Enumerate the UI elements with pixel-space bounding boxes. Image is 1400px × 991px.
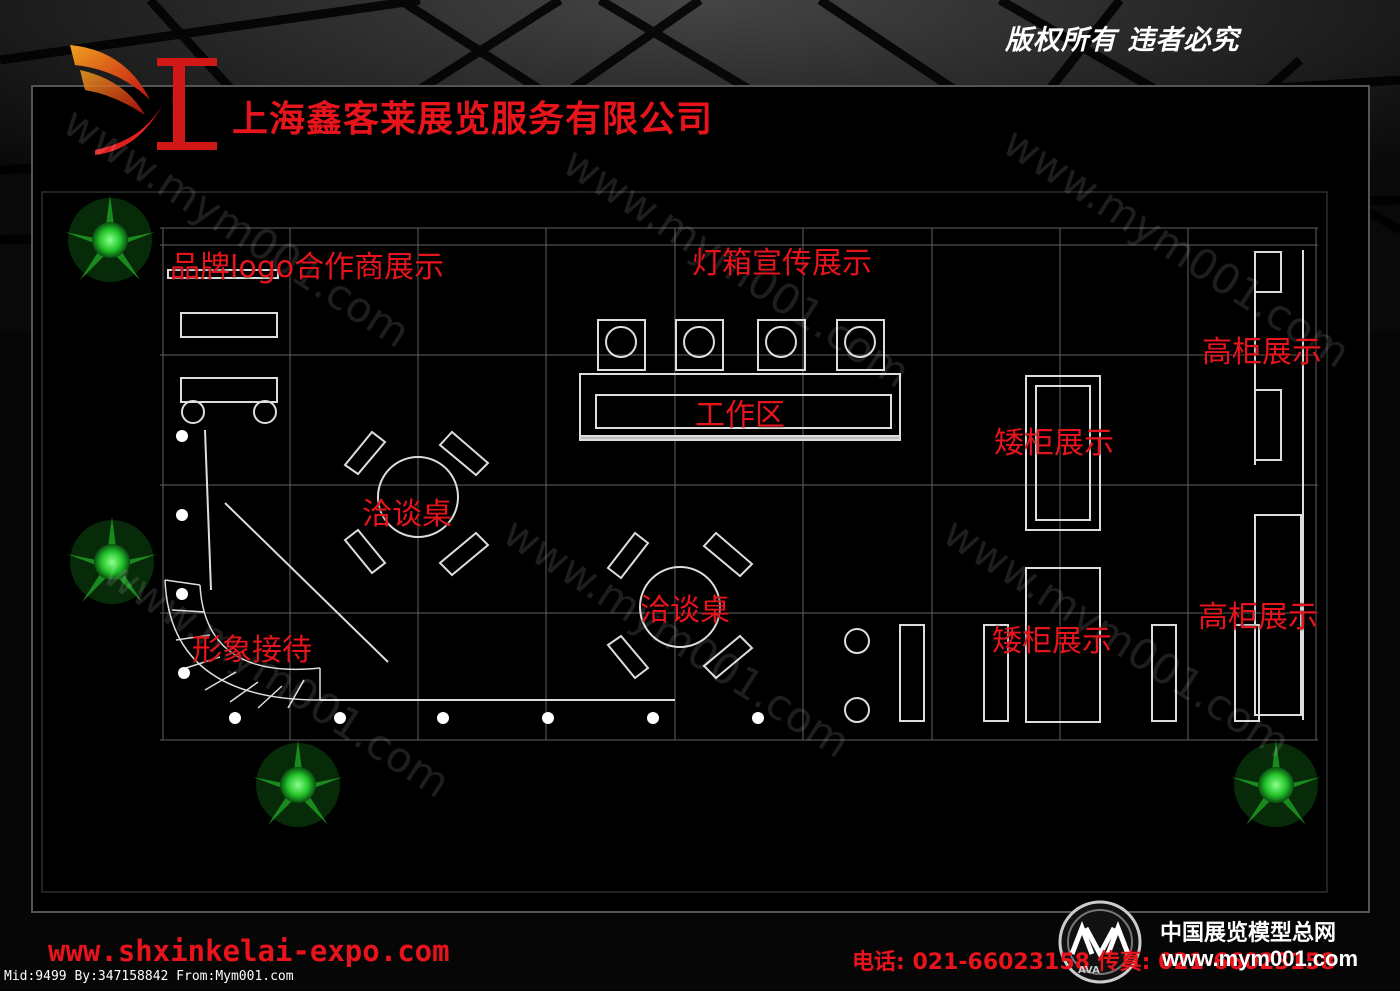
plan-board [31, 85, 1370, 913]
plan-grid [160, 227, 1318, 741]
zone-label-meeting-table-2: 洽谈桌 [640, 593, 730, 628]
plant-mid-left [67, 517, 157, 604]
meeting-table-2-drawing [606, 531, 754, 680]
plan-boundary [41, 191, 1328, 893]
contact-phone: 电话: 021-66023158 传真: 021-66023158 [852, 950, 1336, 975]
footer-brand-url[interactable]: www.mym001.com [1162, 946, 1359, 971]
reception-walls [204, 429, 675, 701]
image-meta: Mid:9499 By:347158842 From:Mym001.com [4, 969, 294, 984]
plant-bottom-right [1231, 740, 1321, 827]
low-cabinets [844, 375, 1177, 723]
high-cabinets [1234, 250, 1304, 722]
lightbox-chairs [597, 319, 885, 371]
curved-reception-desk [164, 579, 321, 709]
zone-label-image-reception: 形象接待 [192, 633, 312, 668]
zone-label-brand-logo: 品牌logo合作商展示 [170, 250, 445, 285]
zone-label-low-cabinet-1: 矮柜展示 [994, 426, 1114, 461]
company-logo-icon [70, 45, 217, 155]
zone-label-high-cabinet-1: 高柜展示 [1202, 335, 1322, 370]
zone-label-high-cabinet-2: 高柜展示 [1198, 600, 1318, 635]
footer-brand-name: 中国展览模型总网 [1160, 921, 1337, 946]
company-website-link[interactable]: www.shxinkelai-expo.com [48, 934, 450, 968]
work-desk [579, 373, 901, 441]
zone-label-lightbox: 灯箱宣传展示 [692, 246, 872, 281]
copyright-notice: 版权所有 违者必究 [1005, 25, 1240, 56]
plant-bottom-left [253, 740, 343, 827]
zone-label-low-cabinet-2: 矮柜展示 [992, 624, 1112, 659]
zone-label-work-area: 工作区 [695, 398, 785, 433]
floor-spotlights [176, 430, 764, 724]
plant-top-left [65, 195, 155, 282]
ava-badge-label: AVA [1078, 965, 1100, 976]
zone-label-meeting-table-1: 洽谈桌 [362, 497, 452, 532]
logo-wall [167, 269, 279, 424]
company-name: 上海鑫客莱展览服务有限公司 [232, 99, 714, 140]
meeting-table-1-drawing [343, 430, 490, 577]
ava-badge-icon [1058, 900, 1142, 984]
